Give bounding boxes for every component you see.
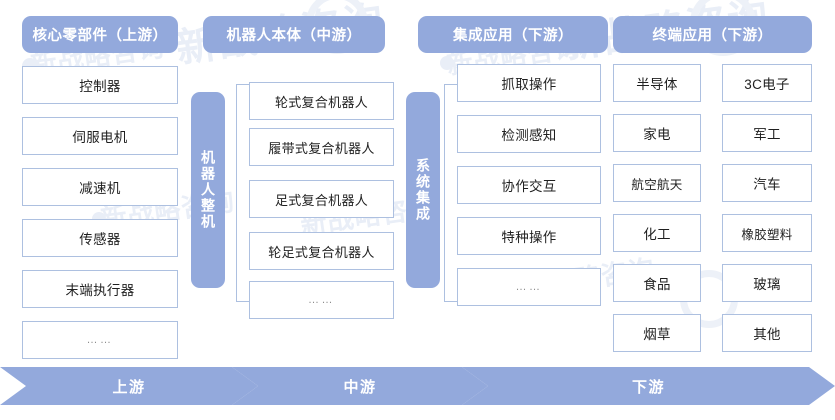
item-box-ellipsis[interactable]: ……: [249, 281, 394, 319]
item-box[interactable]: 抓取操作: [457, 64, 601, 102]
item-box[interactable]: 食品: [613, 264, 701, 302]
vertical-label-system-integration: 系统集成: [406, 92, 440, 288]
item-box[interactable]: 其他: [722, 314, 812, 352]
item-box[interactable]: 传感器: [22, 219, 178, 257]
column-header-upstream-core-components: 核心零部件（上游）: [22, 16, 178, 53]
item-box[interactable]: 橡胶塑料: [722, 214, 812, 252]
item-box[interactable]: 3C电子: [722, 64, 812, 102]
watermark-dot-icon: [440, 56, 454, 70]
item-box[interactable]: 航空航天: [613, 164, 701, 202]
flow-arrow-row: 上游 中游 下游: [0, 367, 835, 405]
bracket-connector-downstream: [444, 84, 457, 302]
flow-arrow-upstream[interactable]: 上游: [0, 367, 258, 405]
item-box-ellipsis[interactable]: ……: [457, 268, 601, 306]
item-box[interactable]: 轮式复合机器人: [249, 82, 394, 120]
item-box[interactable]: 军工: [722, 114, 812, 152]
item-box-ellipsis[interactable]: ……: [22, 321, 178, 359]
item-box[interactable]: 家电: [613, 114, 701, 152]
flow-arrow-downstream[interactable]: 下游: [462, 367, 835, 405]
item-box[interactable]: 控制器: [22, 66, 178, 104]
item-box[interactable]: 减速机: [22, 168, 178, 206]
column-header-downstream-integrated-application: 集成应用（下游）: [418, 16, 608, 53]
item-box[interactable]: 半导体: [613, 64, 701, 102]
flow-arrow-label: 下游: [631, 378, 665, 396]
item-box[interactable]: 足式复合机器人: [249, 180, 394, 218]
item-box[interactable]: 特种操作: [457, 217, 601, 255]
item-box[interactable]: 化工: [613, 214, 701, 252]
item-box[interactable]: 汽车: [722, 164, 812, 202]
item-box[interactable]: 履带式复合机器人: [249, 128, 394, 166]
flow-arrow-midstream[interactable]: 中游: [232, 367, 488, 405]
item-box[interactable]: 轮足式复合机器人: [249, 232, 394, 270]
flow-arrow-label: 中游: [343, 378, 377, 396]
item-box[interactable]: 协作交互: [457, 166, 601, 204]
item-box[interactable]: 烟草: [613, 314, 701, 352]
item-box[interactable]: 伺服电机: [22, 117, 178, 155]
vertical-label-robot-whole-machine: 机器人整机: [191, 92, 225, 288]
flow-arrow-label: 上游: [112, 378, 146, 396]
item-box[interactable]: 检测感知: [457, 115, 601, 153]
bracket-connector-midstream: [236, 84, 249, 302]
column-header-midstream-robot-body: 机器人本体（中游）: [203, 16, 385, 53]
column-header-downstream-terminal-application: 终端应用（下游）: [613, 16, 812, 53]
item-box[interactable]: 末端执行器: [22, 270, 178, 308]
item-box[interactable]: 玻璃: [722, 264, 812, 302]
